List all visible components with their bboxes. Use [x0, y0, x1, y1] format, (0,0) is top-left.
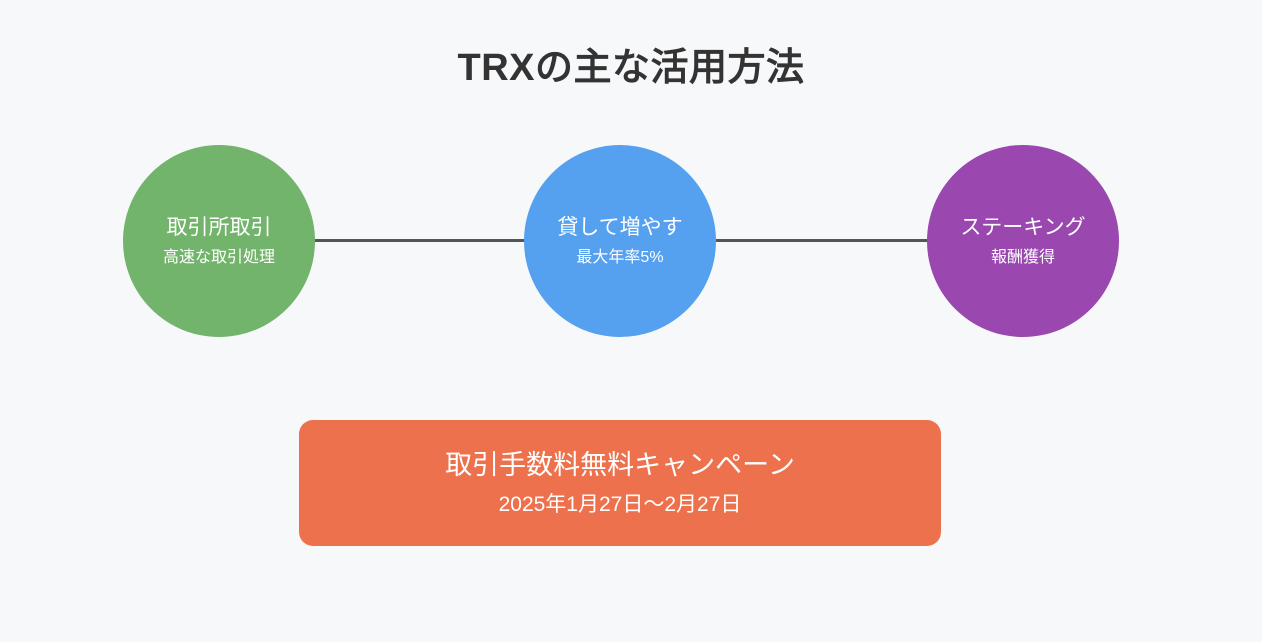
node-exchange-trading[interactable]: 取引所取引 高速な取引処理 — [123, 145, 315, 337]
page-title: TRXの主な活用方法 — [457, 47, 805, 89]
node-title: 取引所取引 — [166, 216, 272, 239]
campaign-banner-title: 取引手数料無料キャンペーン — [445, 450, 795, 480]
node-subtitle: 報酬獲得 — [990, 249, 1055, 266]
campaign-banner-period: 2025年1月27日〜2月27日 — [498, 493, 742, 516]
node-lending[interactable]: 貸して増やす 最大年率5% — [524, 145, 716, 337]
node-title: ステーキング — [960, 216, 1086, 239]
node-subtitle: 最大年率5% — [576, 249, 664, 266]
node-staking[interactable]: ステーキング 報酬獲得 — [927, 145, 1119, 337]
campaign-banner[interactable]: 取引手数料無料キャンペーン 2025年1月27日〜2月27日 — [299, 420, 941, 546]
connector-line-exchange-to-lending — [313, 239, 525, 242]
node-subtitle: 高速な取引処理 — [162, 249, 275, 266]
connector-line-lending-to-staking — [716, 239, 928, 242]
node-title: 貸して増やす — [557, 216, 683, 239]
